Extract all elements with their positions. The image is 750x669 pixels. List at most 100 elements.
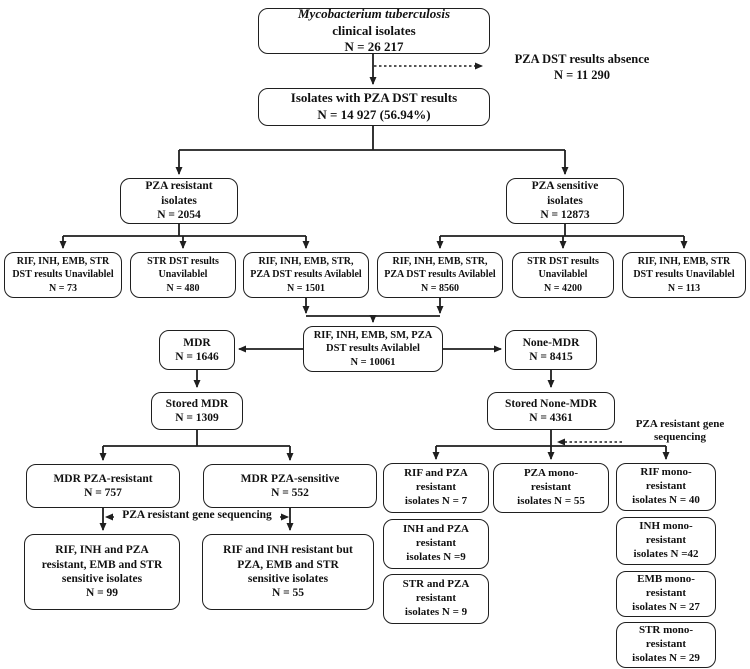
text-line: resistant <box>530 481 572 494</box>
text-line: PZA resistant gene sequencing <box>122 509 272 521</box>
text-line: RIF, INH, EMB, STR, <box>392 256 488 268</box>
text-line: PZA, EMB and STR <box>237 558 339 571</box>
label-pza-dst-results-absence: PZA DST results absence N = 11 290 <box>490 52 674 83</box>
text-line: sequencing <box>654 431 706 444</box>
text-line: isolates N =42 <box>633 547 699 560</box>
box-pza-sensitive-isolates: PZA sensitive isolates N = 12873 <box>506 178 624 224</box>
text-line: clinical isolates <box>332 22 416 38</box>
text-line: N = 1501 <box>287 282 325 294</box>
box-str-dst-unavailable-480: STR DST results Unavilablel N = 480 <box>130 252 236 298</box>
text-line: RIF, INH, EMB, STR <box>637 256 731 268</box>
text-line: MDR PZA-sensitive <box>240 472 340 485</box>
text-line: PZA sensitive <box>531 180 599 193</box>
text-line: isolates N = 27 <box>632 600 700 613</box>
text-line: isolates N = 55 <box>517 494 585 507</box>
text-line: PZA resistant <box>145 180 213 193</box>
box-pza-mono-resistant: PZA mono- resistant isolates N = 55 <box>493 463 609 513</box>
text-line: MDR <box>183 336 211 349</box>
text-line: RIF, INH, EMB, STR, <box>258 256 354 268</box>
text-line: isolates <box>161 194 197 207</box>
text-line: isolates N = 29 <box>632 651 700 664</box>
text-line: resistant <box>415 592 457 605</box>
text-line: N = 26 217 <box>344 39 404 55</box>
text-line: PZA resistant gene <box>635 418 725 430</box>
box-rif-mono-resistant: RIF mono- resistant isolates N = 40 <box>616 463 716 511</box>
connector-trunk-lines <box>63 126 684 447</box>
text-line: N = 55 <box>271 587 305 600</box>
box-pza-dst-available-8560: RIF, INH, EMB, STR, PZA DST results Avil… <box>377 252 503 298</box>
text-line: resistant, EMB and STR <box>41 558 163 571</box>
text-line: Unavilablel <box>538 269 588 281</box>
box-mdr-pza-resistant: MDR PZA-resistant N = 757 <box>26 464 180 508</box>
text-line: Isolates with PZA DST results <box>290 90 458 106</box>
text-line: N = 2054 <box>157 209 201 222</box>
text-line: resistant <box>645 480 687 493</box>
box-pza-resistant-isolates: PZA resistant isolates N = 2054 <box>120 178 238 224</box>
text-line: RIF and PZA <box>404 467 468 480</box>
text-line: N = 73 <box>49 282 77 294</box>
text-line: DST results Unavilablel <box>633 269 735 281</box>
text-line: isolates N = 40 <box>632 493 700 506</box>
text-line: EMB mono- <box>637 573 695 586</box>
text-line: RIF, INH and PZA <box>55 544 149 557</box>
box-none-mdr: None-MDR N = 8415 <box>505 330 597 370</box>
text-line: N = 757 <box>84 487 122 499</box>
box-inh-and-pza-resistant: INH and PZA resistant isolates N =9 <box>383 519 489 569</box>
box-mdr-pza-sensitive: MDR PZA-sensitive N = 552 <box>203 464 377 508</box>
text-line: DST results Avilablel <box>326 343 420 355</box>
text-line: isolates N = 7 <box>404 494 468 507</box>
box-emb-mono-resistant: EMB mono- resistant isolates N = 27 <box>616 571 716 617</box>
box-isolates-with-pza-dst: Isolates with PZA DST results N = 14 927… <box>258 88 490 126</box>
box-rif-inh-pza-resistant-99: RIF, INH and PZA resistant, EMB and STR … <box>24 534 180 610</box>
text-line: RIF and INH resistant but <box>223 544 353 557</box>
text-line: N = 99 <box>85 587 119 600</box>
text-line: N = 11 290 <box>553 67 611 82</box>
text-line: isolates <box>547 194 583 207</box>
text-line: N = 552 <box>271 487 309 499</box>
text-line: resistant <box>645 638 687 651</box>
label-pza-resistant-gene-sequencing-right: PZA resistant gene sequencing <box>610 418 750 444</box>
text-line: N = 4361 <box>529 412 573 424</box>
connector-arrows <box>59 52 688 531</box>
text-line: RIF, INH, EMB, STR <box>16 256 110 268</box>
text-line: N = 4200 <box>544 282 582 294</box>
box-str-dst-unavailable-4200: STR DST results Unavilablel N = 4200 <box>512 252 614 298</box>
text-line: N = 8415 <box>529 351 573 363</box>
text-line: DST results Unavilablel <box>12 269 114 281</box>
box-dst-unavailable-73: RIF, INH, EMB, STR DST results Unavilabl… <box>4 252 122 298</box>
text-line: PZA DST results absence <box>514 52 650 66</box>
text-line: N = 480 <box>166 282 200 294</box>
text-line: sensitive isolates <box>61 573 143 585</box>
text-line: STR DST results <box>147 256 219 268</box>
text-line: RIF, INH, EMB, SM, PZA <box>313 329 433 341</box>
text-line: isolates N =9 <box>406 550 466 563</box>
text-line: resistant <box>645 587 687 600</box>
text-line: PZA DST results Avilablel <box>384 269 496 281</box>
text-line: N = 1646 <box>175 351 219 363</box>
text-line: STR DST results <box>527 256 599 268</box>
box-stored-none-mdr: Stored None-MDR N = 4361 <box>487 392 615 430</box>
text-line: N = 10061 <box>350 356 396 368</box>
text-line: MDR PZA-resistant <box>53 472 153 485</box>
text-line: N = 12873 <box>540 209 590 222</box>
box-rif-and-pza-resistant: RIF and PZA resistant isolates N = 7 <box>383 463 489 513</box>
text-line: sensitive isolates <box>247 573 329 585</box>
text-line: None-MDR <box>522 336 580 349</box>
text-line: resistant <box>645 534 687 547</box>
text-line: N = 113 <box>667 282 701 294</box>
text-line: resistant <box>415 481 457 494</box>
box-clinical-isolates: Mycobacterium tuberculosis clinical isol… <box>258 6 490 55</box>
text-line: PZA DST results Avilablel <box>250 269 362 281</box>
text-line: Unavilablel <box>158 269 208 281</box>
text-line: isolates N = 9 <box>404 605 468 618</box>
box-dst-unavailable-113: RIF, INH, EMB, STR DST results Unavilabl… <box>622 252 746 298</box>
box-pza-dst-available-1501: RIF, INH, EMB, STR, PZA DST results Avil… <box>243 252 369 298</box>
box-str-mono-resistant: STR mono- resistant isolates N = 29 <box>616 622 716 668</box>
label-pza-resistant-gene-sequencing: PZA resistant gene sequencing <box>116 509 278 523</box>
text-line: PZA mono- <box>523 467 579 480</box>
text-line: Stored MDR <box>165 397 229 410</box>
text-line: N = 14 927 (56.94%) <box>317 107 431 122</box>
box-rif-inh-resistant-55: RIF and INH resistant but PZA, EMB and S… <box>202 534 374 610</box>
